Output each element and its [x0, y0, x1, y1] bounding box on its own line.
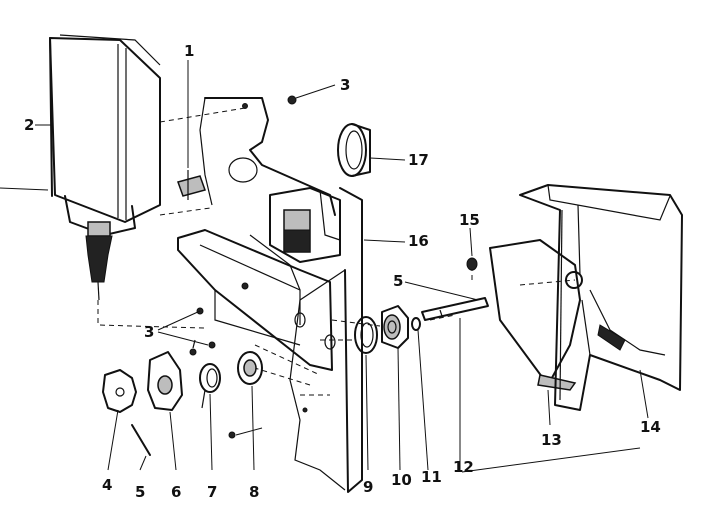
part-7-coil [199, 363, 221, 471]
part-17-ring [337, 123, 406, 177]
part-3-screw-top [287, 84, 336, 105]
label-8: 8 [249, 483, 259, 501]
label-1: 1 [184, 42, 194, 60]
part-13-reflector [489, 239, 583, 426]
label-16: 16 [408, 232, 429, 250]
label-10: 10 [391, 471, 412, 489]
label-13: 13 [541, 431, 562, 449]
label-5-bottom: 5 [135, 483, 145, 501]
label-3-top: 3 [340, 76, 350, 94]
part-8-bushing [228, 351, 263, 471]
label-15: 15 [459, 211, 480, 229]
label-4: 4 [102, 476, 112, 494]
label-7: 7 [207, 483, 217, 501]
label-3-left: 3 [144, 323, 154, 341]
part-6-bracket [147, 339, 197, 471]
label-14: 14 [640, 418, 661, 436]
part-14-rear-housing [519, 184, 683, 419]
part-15-small-nut [466, 227, 478, 271]
part-12-shaft [421, 297, 489, 470]
part-16-chassis-panel [177, 187, 406, 493]
part-1-mounting-plate [177, 60, 336, 216]
alignment-lines [97, 107, 576, 396]
part-4-cam-plate [102, 369, 137, 471]
label-6: 6 [171, 483, 181, 501]
label-2: 2 [24, 116, 34, 134]
label-11: 11 [421, 468, 442, 486]
label-9: 9 [363, 478, 373, 496]
part-5-right-leader [404, 281, 479, 301]
part-5-spring [131, 424, 151, 471]
label-5-right: 5 [393, 272, 403, 290]
label-17: 17 [408, 151, 429, 169]
part-9-washer [354, 316, 378, 471]
label-12: 12 [453, 458, 474, 476]
part-2-lamp-housing [0, 34, 161, 301]
baseline-leader [461, 447, 641, 473]
part-11-small-washer [411, 317, 429, 471]
part-10-nut [381, 305, 409, 471]
part-3-screws-left [157, 307, 216, 349]
